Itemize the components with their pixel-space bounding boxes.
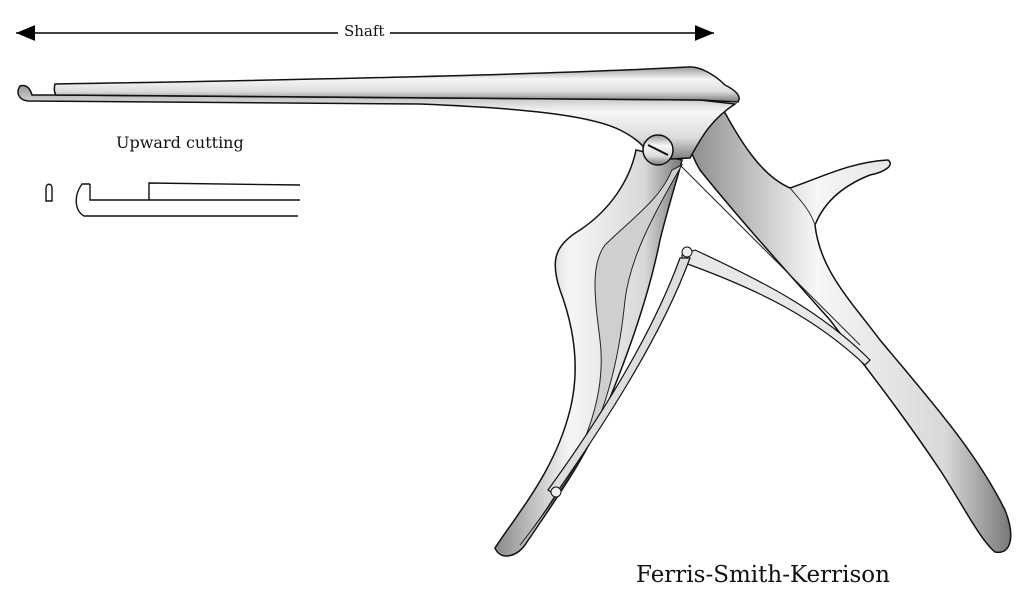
tip-profile bbox=[75, 183, 298, 217]
spring-pin bbox=[681, 246, 693, 258]
return-wire bbox=[679, 164, 861, 346]
front-handle-inner-groove bbox=[519, 163, 684, 546]
shaft-upper bbox=[53, 66, 740, 103]
shaft-label: Shaft bbox=[338, 22, 391, 40]
tip-detail bbox=[45, 182, 301, 217]
spring-screw bbox=[550, 486, 562, 498]
tip-cross-section bbox=[45, 183, 53, 202]
pivot-screw-slot bbox=[647, 144, 669, 156]
instrument-name-label: Ferris-Smith-Kerrison bbox=[636, 562, 890, 588]
spring-blade bbox=[681, 249, 871, 366]
rear-handle-spur bbox=[789, 187, 816, 226]
tip-type-label: Upward cutting bbox=[116, 133, 244, 152]
tip-shaft-top bbox=[148, 182, 301, 200]
tip-jaw bbox=[89, 184, 300, 201]
rear-handle bbox=[685, 103, 1012, 553]
